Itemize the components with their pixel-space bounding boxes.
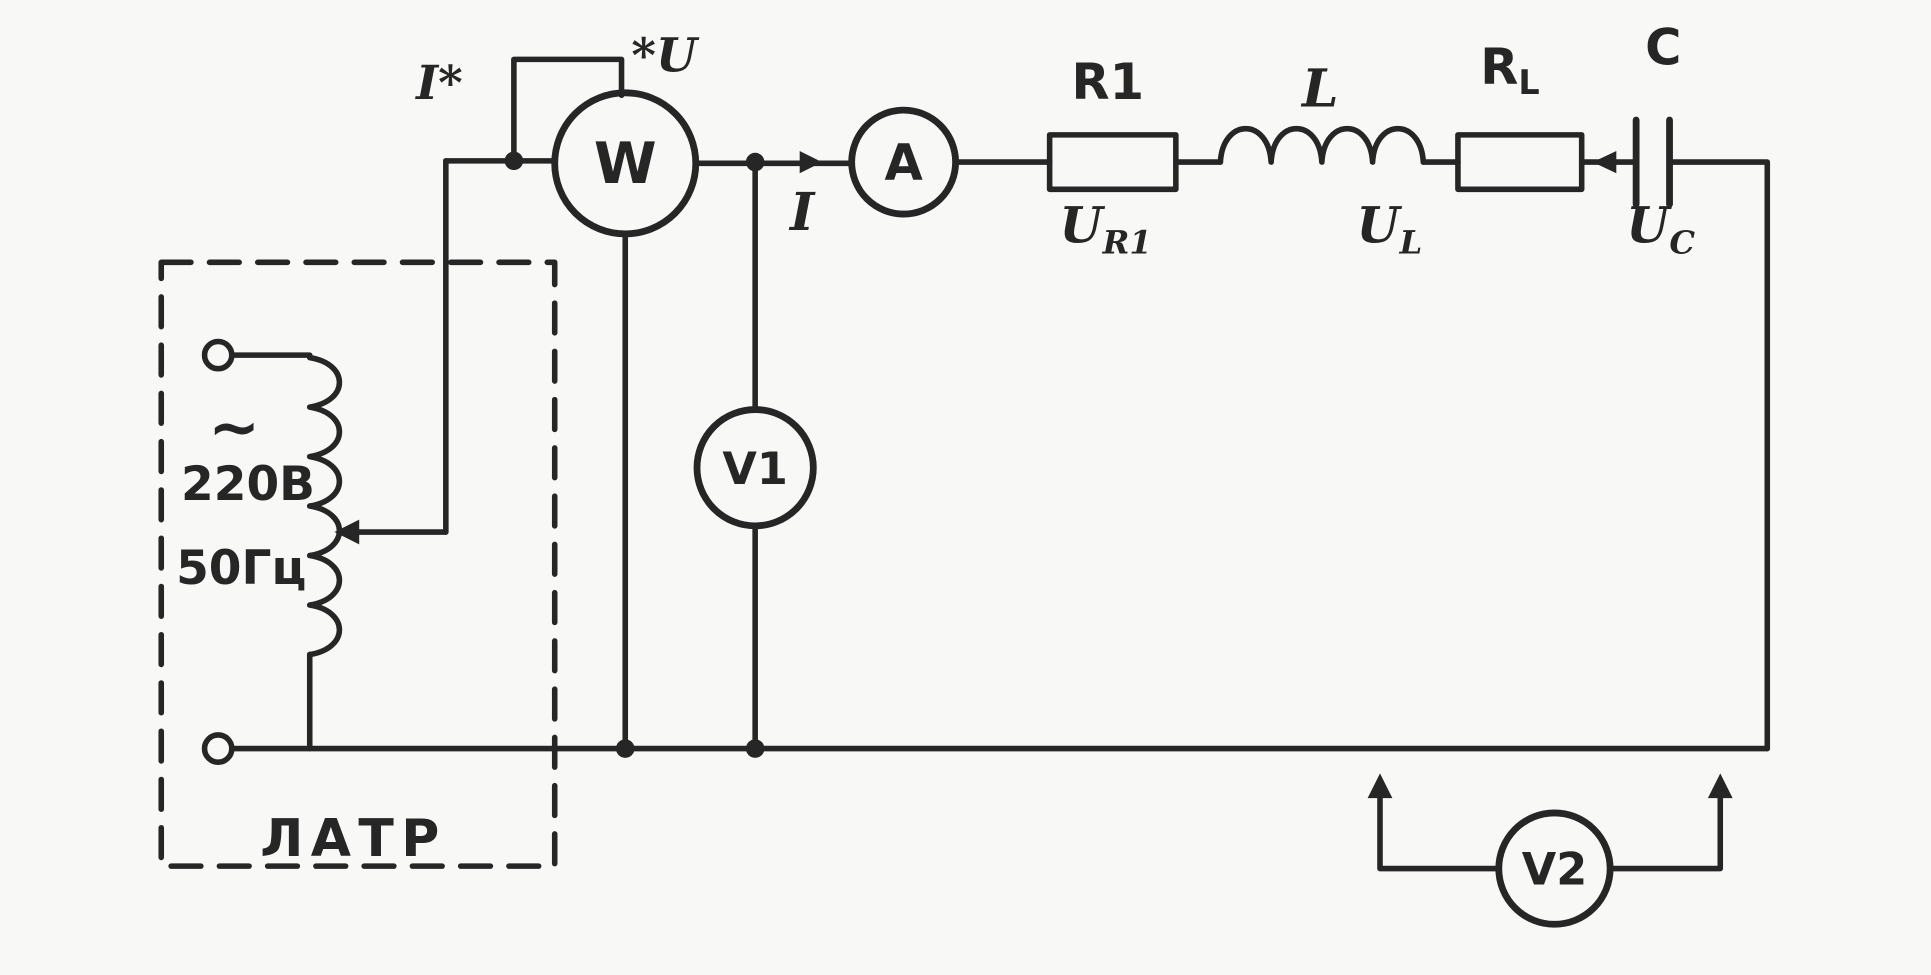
tap-connection — [334, 158, 449, 545]
resistor-r1-voltage-sub: R1 — [1102, 224, 1152, 262]
tap-arrow — [334, 519, 360, 545]
latr-source-block: ~ 220В 50Гц ЛАТР — [158, 259, 558, 869]
junction-dot — [504, 151, 524, 171]
inductor-resistance-label-base: R — [1480, 38, 1518, 96]
wattmeter-current-terminal-label: I* — [414, 56, 463, 111]
voltmeter-v1: V1 — [693, 167, 817, 752]
capacitor-current-arrow — [1592, 150, 1617, 174]
inductor-resistance-label-sub: L — [1518, 63, 1539, 102]
inductor-voltage-base: U — [1356, 197, 1402, 255]
wiring — [228, 56, 1771, 758]
ac-symbol: ~ — [208, 391, 260, 463]
inductor-resistance-body — [1455, 132, 1585, 193]
wattmeter-label: W — [594, 131, 657, 197]
junction-dot — [615, 739, 635, 758]
capacitor-label: C — [1645, 18, 1681, 76]
capacitor-voltage-label: UC — [1626, 197, 1695, 262]
autotransformer-winding — [306, 354, 342, 658]
v2-lead-left — [1377, 791, 1502, 872]
capacitor-voltage-sub: C — [1669, 224, 1695, 262]
voltmeter-v1-label: V1 — [722, 443, 787, 495]
inductor-resistance-label: RL — [1480, 38, 1539, 102]
inductor-voltage-label: UL — [1356, 197, 1422, 262]
wattmeter-meter — [551, 89, 700, 238]
ammeter-meter — [848, 106, 960, 218]
latr-label: ЛАТР — [260, 809, 447, 869]
capacitor-voltage-base: U — [1626, 197, 1672, 255]
wattmeter-current-jumper — [511, 56, 625, 164]
current-arrow — [799, 150, 822, 174]
inductor: L UL — [1217, 58, 1427, 262]
resistor-r1: R1 UR1 — [1046, 53, 1179, 262]
inductor-label: L — [1300, 58, 1339, 119]
resistor-r1-voltage-label: UR1 — [1060, 197, 1152, 262]
inductor-voltage-sub: L — [1399, 224, 1423, 262]
voltmeter-v2-label: V2 — [1522, 844, 1587, 896]
junction-dot — [745, 152, 765, 172]
capacitor: C UC — [1626, 18, 1695, 261]
resistor-r1-voltage-base: U — [1060, 197, 1106, 255]
wattmeter-voltage-terminal-label: *U — [631, 29, 700, 84]
source-voltage-label: 220В — [181, 457, 315, 512]
voltmeter-v2: V2 — [1367, 773, 1733, 928]
ammeter-label: A — [884, 133, 923, 191]
resistor-r1-body — [1046, 132, 1179, 193]
v2-lead-right — [1607, 791, 1724, 872]
current-label: I — [788, 182, 816, 243]
wattmeter: W I* *U — [414, 29, 700, 238]
return-wire-right — [1666, 159, 1771, 752]
source-frequency-label: 50Гц — [176, 541, 306, 596]
v2-arrow-right — [1707, 773, 1733, 799]
inductor-resistance: RL — [1455, 38, 1585, 193]
v2-arrow-left — [1367, 773, 1393, 799]
ammeter: A — [848, 106, 960, 218]
resistor-r1-label: R1 — [1072, 53, 1145, 111]
inductor-coil — [1217, 125, 1427, 165]
latr-dashed-box — [158, 259, 558, 869]
